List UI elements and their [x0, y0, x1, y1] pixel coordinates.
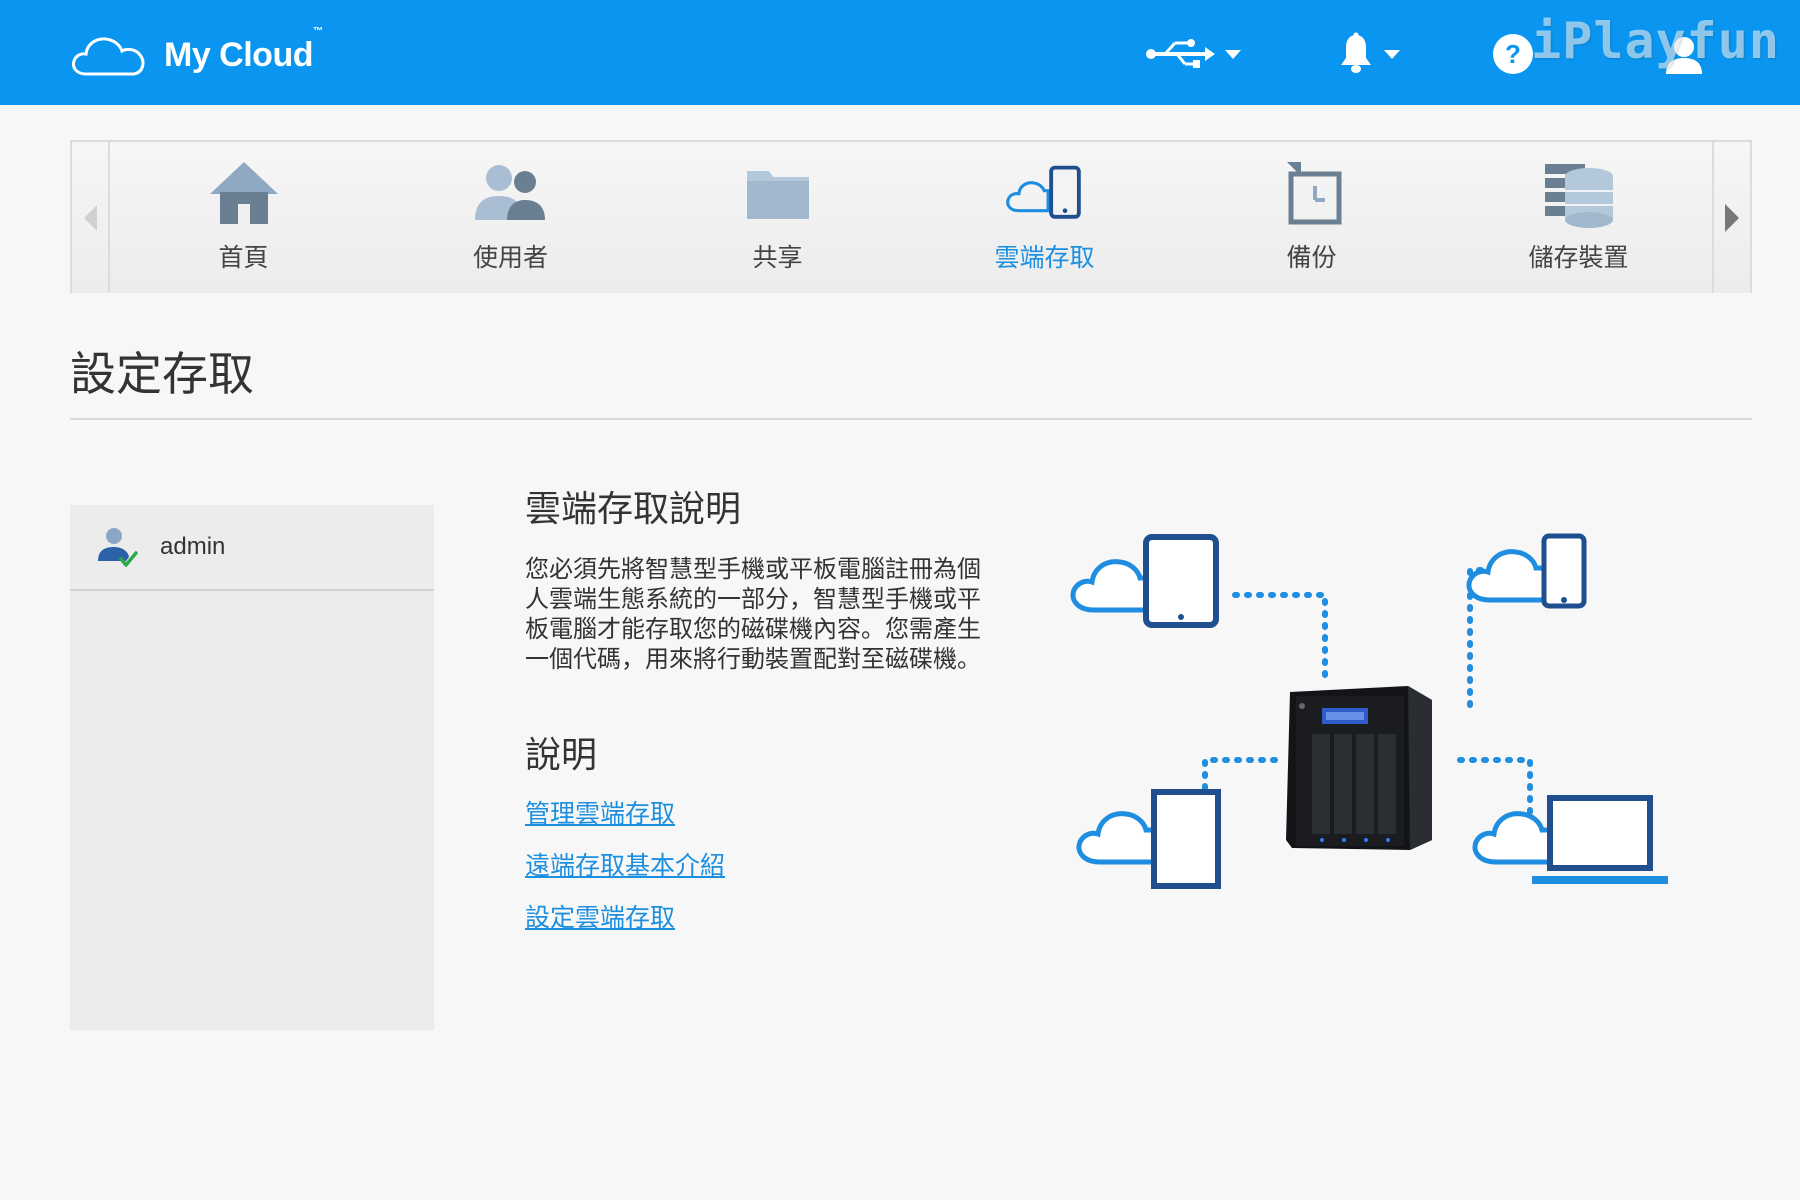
- user-name: admin: [160, 533, 226, 560]
- connector-lines: [1202, 567, 1533, 823]
- chevron-down-icon: [1225, 49, 1241, 59]
- watermark: iPlayfun: [1531, 12, 1780, 70]
- usb-menu-button[interactable]: [1145, 28, 1241, 80]
- arrow-right-icon: [1725, 203, 1739, 232]
- nav-item-shares[interactable]: 共享: [644, 142, 911, 293]
- user-icon: [1666, 37, 1702, 74]
- help-link-setup-cloud-access[interactable]: 設定雲端存取: [525, 903, 676, 932]
- user-list-panel: admin: [70, 505, 434, 1030]
- help-links: 管理雲端存取 遠端存取基本介紹 設定雲端存取: [525, 788, 995, 944]
- divider: [70, 418, 1752, 420]
- nav-item-cloud-access[interactable]: 雲端存取: [911, 142, 1178, 293]
- arrow-left-icon: [83, 204, 97, 231]
- user-list-item[interactable]: admin: [70, 505, 434, 591]
- cloud-logo-icon: [72, 37, 145, 76]
- top-bar: My Cloud™ ?: [0, 0, 1800, 105]
- backup-icon: [1272, 156, 1352, 230]
- storage-icon: [1539, 156, 1619, 230]
- brand-name: My Cloud™: [164, 25, 323, 74]
- page-title: 設定存取: [70, 347, 254, 401]
- help-link-manage-cloud-access[interactable]: 管理雲端存取: [525, 799, 676, 828]
- home-icon: [204, 156, 284, 230]
- usb-icon: [1146, 39, 1215, 68]
- nav-label: 備份: [1286, 243, 1337, 272]
- help-button[interactable]: ?: [1492, 28, 1534, 80]
- notifications-button[interactable]: [1338, 28, 1400, 80]
- user-check-icon: [98, 528, 138, 567]
- phone-cloud-topright: [1466, 533, 1587, 609]
- laptop-cloud-bottomright: [1472, 795, 1668, 884]
- users-icon: [471, 156, 551, 230]
- nav-prev-button[interactable]: [72, 142, 110, 293]
- nav-item-backup[interactable]: 備份: [1178, 142, 1445, 293]
- tablet-cloud-topleft: [1070, 534, 1219, 628]
- nav-label: 使用者: [472, 243, 548, 272]
- nav-next-button[interactable]: [1712, 142, 1750, 293]
- svg-text:?: ?: [1505, 39, 1521, 69]
- brand[interactable]: My Cloud™: [70, 25, 323, 80]
- nav-item-home[interactable]: 首頁: [110, 142, 377, 293]
- nav-items: 首頁 使用者 共享: [110, 142, 1712, 293]
- folder-icon: [738, 156, 818, 230]
- bell-icon: [1341, 32, 1371, 73]
- tablet-cloud-bottomleft: [1076, 789, 1221, 889]
- main-nav: 首頁 使用者 共享: [70, 140, 1752, 293]
- cloud-access-diagram: [1070, 533, 1668, 889]
- nas-device-icon: [1286, 686, 1432, 850]
- description-text: 您必須先將智慧型手機或平板電腦註冊為個人雲端生態系統的一部分，智慧型手機或平板電…: [525, 555, 981, 673]
- chevron-down-icon: [1384, 49, 1400, 59]
- nav-item-storage[interactable]: 儲存裝置: [1445, 142, 1712, 293]
- help-icon: ?: [1493, 34, 1533, 74]
- help-heading: 說明: [525, 735, 598, 776]
- nav-label: 共享: [752, 243, 803, 272]
- help-link-remote-access-intro[interactable]: 遠端存取基本介紹: [525, 851, 726, 880]
- cloud-access-description: 雲端存取說明 您必須先將智慧型手機或平板電腦註冊為個人雲端生態系統的一部分，智慧…: [525, 480, 995, 944]
- nav-label: 首頁: [218, 243, 269, 272]
- section-heading: 雲端存取說明: [525, 489, 742, 530]
- account-button[interactable]: [1662, 28, 1706, 80]
- nav-label: 儲存裝置: [1528, 243, 1629, 272]
- nav-item-users[interactable]: 使用者: [377, 142, 644, 293]
- cloud-phone-icon: [1005, 156, 1085, 230]
- nav-label: 雲端存取: [994, 243, 1095, 272]
